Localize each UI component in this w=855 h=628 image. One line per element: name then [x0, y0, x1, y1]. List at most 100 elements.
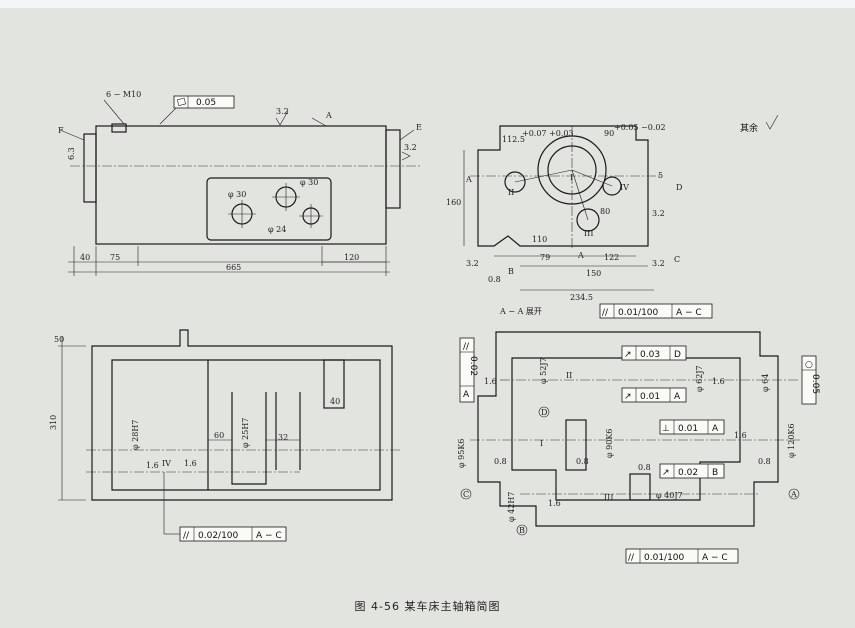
tolerance-frame	[625, 548, 739, 564]
front-view-body	[95, 125, 387, 245]
tolerance-symbol: ↗	[624, 392, 632, 402]
dia: φ 42H7	[507, 492, 516, 522]
dim: 40	[330, 397, 340, 406]
plan-view: 50 310 40 60 32 φ 28H7 φ 25H7 IV 1.6 1.6…	[49, 329, 400, 542]
tolerance-value: 0.02	[678, 468, 698, 478]
tolerance-frame	[801, 355, 817, 405]
axis-label: III	[584, 229, 593, 238]
general-roughness-note: 其余	[740, 122, 758, 134]
roughness-value: 0.8	[576, 457, 589, 466]
dia: φ 52J7	[539, 357, 548, 384]
hole-dia: φ 24	[268, 225, 286, 234]
axis-label: IV	[162, 459, 171, 468]
roughness-value: 3.2	[652, 209, 665, 218]
tapped-holes	[111, 123, 127, 133]
tolerance-value: 0.02	[468, 356, 478, 376]
thread-callout: 6 − M10	[106, 90, 141, 99]
roughness-value: 0.8	[494, 457, 507, 466]
parallel-value: 0.02/100	[198, 531, 239, 541]
page-edge	[0, 0, 855, 8]
axis-label: II	[566, 371, 572, 380]
tolerance-value: 0.01	[678, 424, 698, 434]
flatness-frame	[173, 95, 235, 109]
hole-dia: φ 30	[300, 178, 318, 187]
roughness-value: 1.6	[734, 431, 747, 440]
roughness-value: 1.6	[184, 459, 197, 468]
label-f: F	[58, 126, 64, 135]
roughness-value: 6.3	[67, 147, 76, 160]
roughness-value: 3.2	[652, 259, 665, 268]
axis-label: IV	[620, 183, 629, 192]
dim: 50	[54, 335, 64, 344]
datum-marker: D	[541, 408, 547, 417]
front-right-flange	[385, 129, 401, 209]
roughness-value: 0.8	[638, 463, 651, 472]
tolerance-value: 0.01	[640, 392, 660, 402]
bore-dia: φ 28H7	[131, 420, 140, 450]
dia: φ 120K6	[787, 424, 796, 458]
dia: φ 62J7	[695, 365, 704, 392]
dim: 75	[110, 253, 120, 262]
roughness-symbol	[401, 151, 411, 161]
front-window	[206, 177, 332, 241]
section-title: A − A 展开	[499, 307, 542, 316]
front-left-flange	[83, 133, 97, 203]
tolerance-symbol: //	[463, 342, 470, 352]
datum-marker: A	[790, 490, 797, 499]
dim: 79	[540, 253, 550, 262]
dim: 90	[604, 129, 614, 138]
tolerance-frame	[599, 303, 713, 319]
dia: φ 40J7	[656, 491, 683, 500]
parallel-datum: A − C	[256, 531, 282, 541]
dia: φ 64	[761, 374, 770, 392]
axis-label: I	[570, 173, 573, 182]
roughness-value: 3.2	[466, 259, 479, 268]
datum-label: A	[465, 175, 472, 184]
tolerance-datum: A	[463, 390, 470, 400]
roughness-value: 1.6	[548, 499, 561, 508]
roughness-value: 3.2	[276, 107, 289, 116]
dim: 112.5	[502, 135, 525, 144]
side-view: 112.5 +0.07 +0.03 90 +0.05 −0.02 160 5 8…	[446, 123, 682, 302]
dim: 5	[658, 171, 663, 180]
roughness-value: 0.8	[488, 275, 501, 284]
parallelism-frame	[179, 526, 287, 542]
figure-caption: 图 4-56 某车床主轴箱简图	[354, 600, 501, 613]
label-e: E	[416, 123, 422, 132]
front-view: F A E 6 − M10 0.05 3.2 6.3 3.2 φ 30 φ 30…	[58, 90, 422, 276]
roughness-value: 3.2	[404, 143, 417, 152]
tolerance-datum: A − C	[676, 308, 702, 318]
dim: 150	[586, 269, 601, 278]
dim: 665	[226, 263, 241, 272]
tolerance-value: 0.01/100	[618, 308, 659, 318]
roughness-value: 1.6	[484, 377, 497, 386]
dim: 32	[278, 433, 288, 442]
dim: 160	[446, 198, 461, 207]
tolerance-symbol: ⊥	[662, 424, 670, 434]
tolerance-datum: A	[712, 424, 719, 434]
dim: 120	[344, 253, 359, 262]
axis-label: I	[540, 439, 543, 448]
dim: 60	[214, 431, 224, 440]
hole-dia: φ 30	[228, 190, 246, 199]
tolerance-datum: A − C	[702, 553, 728, 563]
roughness-value: 0.8	[758, 457, 771, 466]
dia: φ 90K6	[605, 429, 614, 458]
tolerance-value: 0.01/100	[644, 553, 685, 563]
tolerance-symbol: //	[602, 308, 609, 318]
dim: 40	[80, 253, 90, 262]
axis-label: II	[508, 188, 514, 197]
dim: 310	[49, 415, 58, 430]
datum-label: D	[676, 183, 682, 192]
datum-marker: C	[463, 490, 469, 499]
parallel-symbol: //	[183, 531, 190, 541]
datum-label: B	[508, 267, 514, 276]
dia: φ 95K6	[457, 439, 466, 468]
label-a: A	[325, 111, 332, 120]
bore-dia: φ 25H7	[241, 418, 250, 448]
roughness-symbol	[275, 110, 289, 126]
tolerance-value: 0.05	[810, 374, 820, 394]
